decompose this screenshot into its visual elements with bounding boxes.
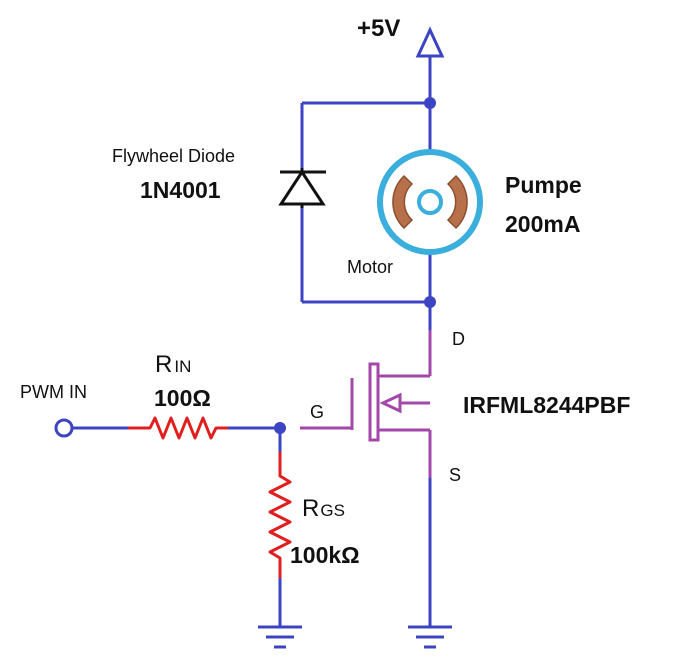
mosfet-icon: [300, 330, 432, 478]
junctions: [274, 97, 436, 434]
mosfet-part-label: IRFML8244PBF: [463, 392, 630, 418]
junction-top: [424, 97, 436, 109]
resistor-rgs-icon: [268, 452, 292, 578]
rin-value: 100Ω: [154, 385, 211, 411]
rgs-label: RGS: [302, 495, 345, 522]
supply-arrow-icon: [415, 26, 445, 58]
rgs-value: 100kΩ: [290, 542, 360, 568]
rgs-label-sub: GS: [320, 501, 345, 520]
diode-icon: [278, 168, 326, 208]
mosfet-gate-label: G: [310, 402, 324, 422]
junction-gate: [274, 422, 286, 434]
mosfet-arrow-icon: [379, 392, 402, 414]
mosfet-source-label: S: [449, 465, 461, 485]
pwm-input-terminal[interactable]: [54, 418, 74, 438]
diode-name-label: Flywheel Diode: [112, 146, 235, 166]
mosfet-drain-label: D: [452, 329, 465, 349]
ground-icon: [408, 625, 452, 649]
resistor-rin-icon: [128, 416, 228, 440]
diode-part-label: 1N4001: [140, 177, 221, 203]
junction-bottom: [424, 296, 436, 308]
supply-label: +5V: [357, 15, 400, 42]
motor-label: Motor: [347, 257, 393, 277]
motor-name-label: Pumpe: [505, 172, 582, 198]
wires: [72, 55, 432, 627]
motor-current-label: 200mA: [505, 211, 580, 237]
ground-icon: [258, 625, 302, 649]
rin-label-sub: IN: [174, 357, 191, 376]
motor-icon: [377, 149, 483, 255]
pwm-input-label: PWM IN: [20, 382, 87, 402]
